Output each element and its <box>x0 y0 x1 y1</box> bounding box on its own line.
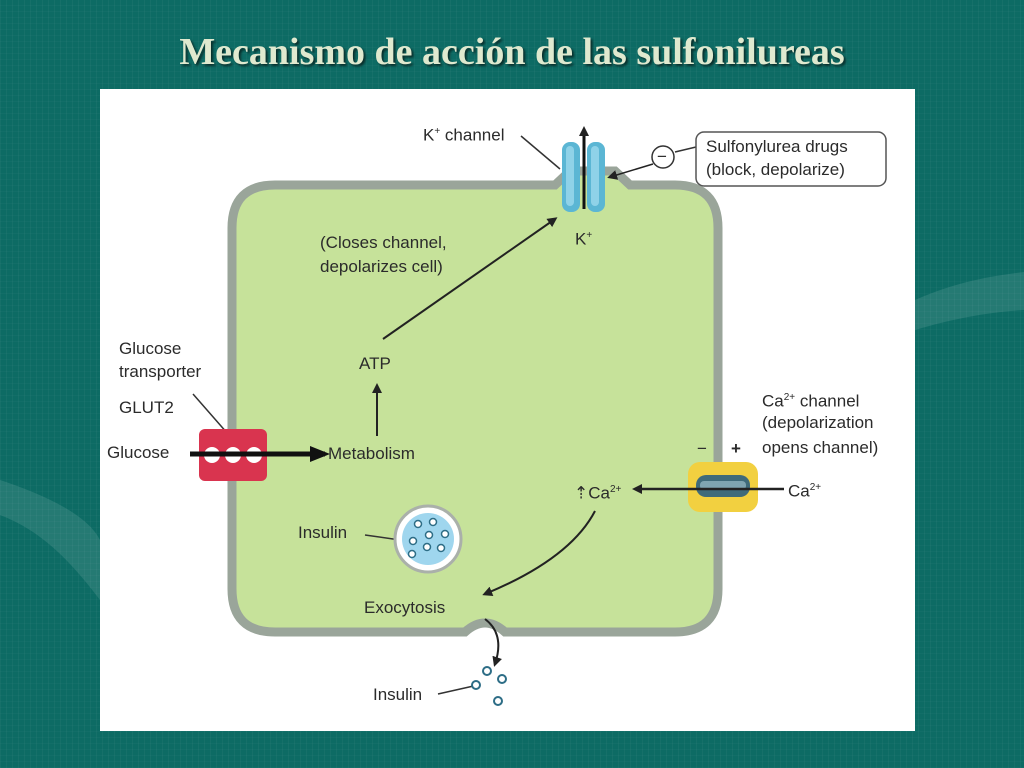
insulin-released-label: Insulin <box>373 685 423 704</box>
drug-box-leader <box>674 146 697 153</box>
beta-cell <box>227 166 723 637</box>
closes-channel-line-1: (Closes channel, <box>320 233 447 252</box>
ca-channel <box>688 462 758 512</box>
drug-box-line-1: Sulfonylurea drugs <box>706 137 848 156</box>
drug-to-channel-arrow <box>607 163 654 180</box>
inhibition-sign-circle <box>651 145 675 169</box>
ca-channel-label-line-1: Ca2+ channel <box>762 391 860 411</box>
k-ion-label: K+ <box>575 229 593 249</box>
diagram-graphics <box>190 126 887 706</box>
ca-to-exocytosis-arrow <box>482 510 596 596</box>
atp-to-channel-arrow <box>382 217 558 340</box>
insulin-granule-label: Insulin <box>298 523 348 542</box>
membrane-minus: − <box>697 439 707 458</box>
k-channel-leader <box>520 135 561 170</box>
k-channel-label: K+ channel <box>423 125 505 145</box>
glut2-leader <box>192 393 229 435</box>
released-insulin <box>471 666 507 706</box>
drug-box-line-2: (block, depolarize) <box>706 160 845 179</box>
ca-channel-label-line-3: opens channel) <box>762 438 879 457</box>
atp-label: ATP <box>359 354 391 373</box>
ca-outside-label: Ca2+ <box>788 481 822 501</box>
figure-panel: K+ channel K+ − Sulfonylurea drugs (bloc… <box>100 89 915 731</box>
k-channel <box>562 142 605 212</box>
ca-inside-label: ⇡Ca2+ <box>574 483 622 503</box>
membrane-plus: + <box>731 439 741 458</box>
glucose-label: Glucose <box>107 443 170 462</box>
insulin-granule <box>393 504 463 574</box>
exocytosis-label: Exocytosis <box>364 598 446 617</box>
glut2-label-line-2: transporter <box>119 362 202 381</box>
glut2-label-line-3: GLUT2 <box>119 398 174 417</box>
metabolism-label: Metabolism <box>328 444 415 463</box>
closes-channel-line-2: depolarizes cell) <box>320 257 443 276</box>
inhibition-sign: − <box>657 147 667 166</box>
drug-box <box>695 131 887 187</box>
glut2-label-line-1: Glucose <box>119 339 182 358</box>
ca-channel-label-line-2: (depolarization <box>762 413 874 432</box>
slide-title: Mecanismo de acción de las sulfonilureas <box>179 31 845 73</box>
exocytosis-release-arrow <box>484 618 502 667</box>
